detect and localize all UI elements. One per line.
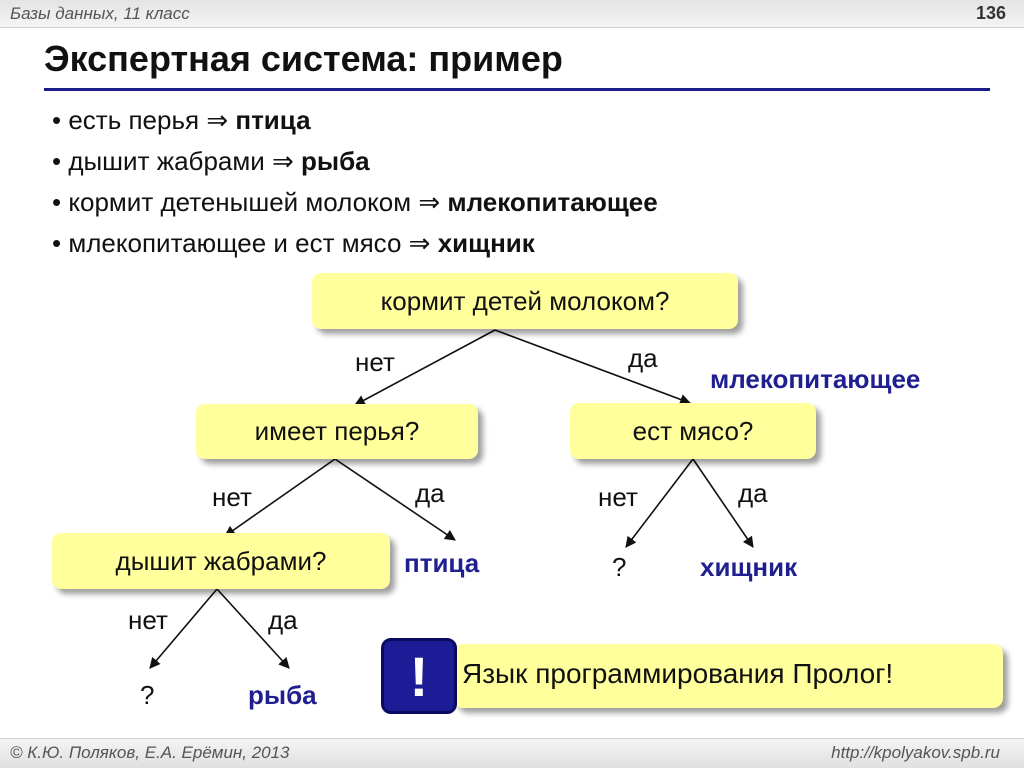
implies-icon: ⇒ [408, 228, 431, 258]
edge-label-yes: да [738, 478, 768, 508]
edge-meat-yes [692, 458, 754, 548]
rule-condition: млекопитающее и ест мясо [68, 228, 402, 258]
bullet: • [52, 105, 69, 135]
edge-meat-no [625, 458, 694, 548]
exclamation-icon: ! [381, 638, 457, 714]
edge-label-no: нет [128, 605, 168, 635]
bullet: • [52, 187, 69, 217]
edge-gills-no [149, 588, 218, 669]
title-underline [44, 88, 990, 91]
edge-feathers-yes [334, 458, 456, 541]
question-breathes-gills: дышит жабрами? [52, 533, 390, 589]
rule-condition: есть перья [68, 105, 200, 135]
question-feeds-milk: кормит детей молоком? [312, 273, 738, 329]
rule-conclusion: хищник [437, 228, 535, 258]
implies-icon: ⇒ [272, 146, 294, 176]
question-eats-meat: ест мясо? [570, 403, 816, 459]
result-fish: рыба [248, 680, 317, 710]
edge-gills-yes [216, 588, 290, 669]
rule-item: • кормит детенышей молоком ⇒ млекопитающ… [52, 182, 658, 223]
edge-label-no: нет [355, 347, 395, 377]
rule-conclusion: птица [235, 105, 311, 135]
result-unknown: ? [612, 552, 627, 582]
rule-item: • млекопитающее и ест мясо ⇒ хищник [52, 223, 658, 264]
rule-conclusion: млекопитающее [447, 187, 658, 217]
edge-label-yes: да [268, 605, 298, 635]
rule-item: • дышит жабрами ⇒ рыба [52, 141, 658, 182]
rule-condition: дышит жабрами [68, 146, 265, 176]
question-has-feathers: имеет перья? [196, 404, 478, 459]
rules-list: • есть перья ⇒ птица • дышит жабрами ⇒ р… [52, 100, 658, 264]
edge-label-no: нет [212, 482, 252, 512]
header-bar [0, 0, 1024, 28]
rule-condition: кормит детенышей молоком [68, 187, 412, 217]
bullet: • [52, 228, 69, 258]
course-label: Базы данных, 11 класс [10, 4, 190, 23]
bullet: • [52, 146, 69, 176]
prolog-note-text: Язык программирования Пролог! [462, 658, 894, 689]
implies-icon: ⇒ [418, 187, 441, 217]
edge-label-yes: да [415, 478, 445, 508]
result-mammal: млекопитающее [710, 364, 921, 394]
edge-feathers-no [224, 458, 336, 537]
rule-conclusion: рыба [301, 146, 370, 176]
edge-label-no: нет [598, 482, 638, 512]
prolog-note-box [453, 644, 1003, 708]
result-predator: хищник [700, 552, 798, 582]
edge-root-yes [494, 329, 692, 405]
site-url: http://kpolyakov.spb.ru [831, 743, 1000, 762]
result-bird: птица [404, 548, 480, 578]
slide-title: Экспертная система: пример [44, 38, 563, 79]
edge-root-no [354, 329, 496, 406]
implies-icon: ⇒ [206, 105, 229, 135]
page-number: 136 [975, 3, 1006, 23]
result-unknown: ? [140, 680, 155, 710]
rule-item: • есть перья ⇒ птица [52, 100, 658, 141]
edge-label-yes: да [628, 343, 658, 373]
footer-bar [0, 738, 1024, 768]
copyright: © К.Ю. Поляков, Е.А. Ерёмин, 2013 [10, 743, 290, 762]
